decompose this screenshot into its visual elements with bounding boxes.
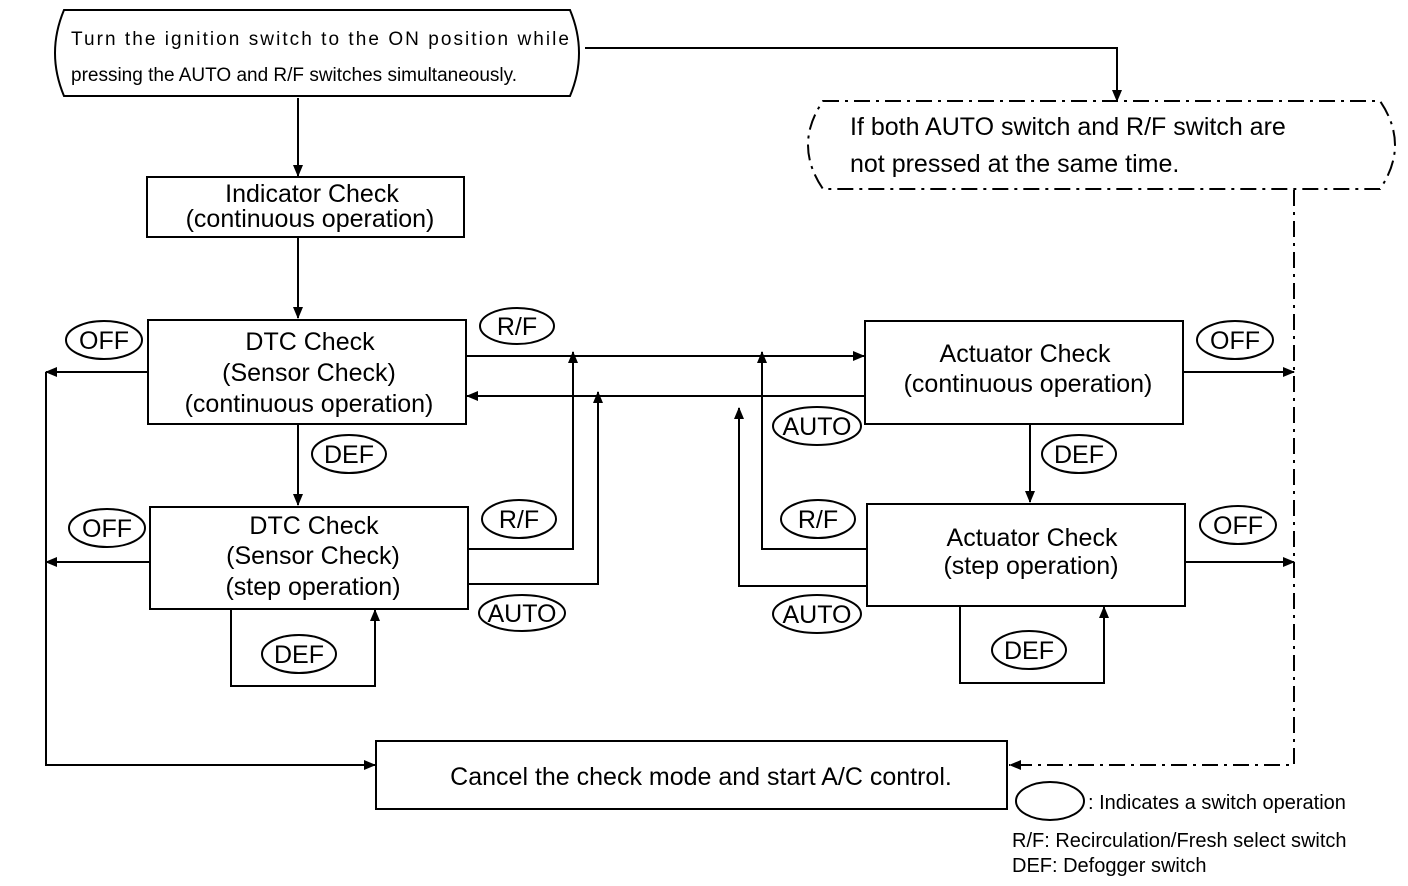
switch-def-actuator: DEF: [1041, 434, 1117, 474]
switch-off-label: OFF: [82, 515, 132, 543]
actuator-check-continuous-box: Actuator Check (continuous operation): [864, 320, 1184, 425]
actuator-continuous-sub: (continuous operation): [904, 370, 1153, 398]
actuator-check-step-box: Actuator Check (step operation): [866, 503, 1186, 607]
dtc-continuous-sub2: (continuous operation): [185, 390, 434, 418]
arrow-dtc-step-auto: [469, 391, 603, 585]
switch-def-label: DEF: [1004, 637, 1054, 665]
dtc-continuous-title: DTC Check: [245, 328, 375, 356]
switch-rf-dtc: R/F: [479, 307, 555, 345]
arrow-dtc-step-def-loop: [230, 609, 380, 687]
arrow-dtc-step-rf: [469, 351, 578, 550]
arrow-left-to-cancel: [45, 372, 376, 770]
dtc-check-continuous-box: DTC Check (Sensor Check) (continuous ope…: [147, 319, 467, 425]
switch-def-actuator-step: DEF: [991, 630, 1067, 670]
dtc-step-sub2: (step operation): [225, 573, 400, 601]
legend: : Indicates a switch operation R/F: Reci…: [1012, 781, 1347, 877]
condition-text-line1: If both AUTO switch and R/F switch are: [850, 113, 1286, 141]
actuator-step-sub: (step operation): [943, 552, 1118, 580]
arrow-actuator-step-rf: [757, 351, 867, 550]
legend-rf-desc: R/F: Recirculation/Fresh select switch: [1012, 830, 1347, 852]
dtc-step-sub1: (Sensor Check): [226, 542, 400, 570]
actuator-step-title: Actuator Check: [947, 524, 1118, 552]
indicator-subtitle: (continuous operation): [186, 205, 435, 233]
switch-auto-dtc-step: AUTO: [478, 594, 566, 632]
dtc-check-step-box: DTC Check (Sensor Check) (step operation…: [149, 506, 469, 610]
cancel-text: Cancel the check mode and start A/C cont…: [450, 763, 952, 791]
legend-oval-sample: [1015, 781, 1085, 821]
switch-off-dtc-step: OFF: [68, 508, 146, 548]
switch-rf-actuator-step: R/F: [780, 499, 856, 539]
switch-def-dtc: DEF: [311, 434, 387, 474]
switch-off-actuator: OFF: [1196, 320, 1274, 360]
switch-rf-label: R/F: [798, 506, 838, 534]
switch-off-actuator-step: OFF: [1199, 505, 1277, 545]
arrow-start-to-condition: [585, 47, 1122, 102]
switch-auto-actuator: AUTO: [772, 406, 862, 446]
switch-off-label: OFF: [1213, 512, 1263, 540]
switch-def-label: DEF: [274, 641, 324, 669]
switch-def-label: DEF: [1054, 441, 1104, 469]
start-text-line2: pressing the AUTO and R/F switches simul…: [71, 65, 517, 86]
cancel-box: Cancel the check mode and start A/C cont…: [375, 740, 1008, 810]
switch-def-label: DEF: [324, 441, 374, 469]
switch-auto-label: AUTO: [488, 600, 557, 628]
switch-off-label: OFF: [79, 327, 129, 355]
legend-oval-desc: : Indicates a switch operation: [1088, 792, 1346, 814]
condition-text-line2: not pressed at the same time.: [850, 150, 1179, 178]
switch-auto-label: AUTO: [783, 601, 852, 629]
switch-rf-label: R/F: [499, 506, 539, 534]
arrowhead-cancel-right: [1009, 760, 1021, 770]
arrow-actuator-step-def-loop: [959, 606, 1109, 684]
actuator-continuous-title: Actuator Check: [940, 340, 1111, 368]
switch-auto-actuator-step: AUTO: [772, 594, 862, 634]
switch-off-dtc: OFF: [65, 320, 143, 360]
dtc-step-title: DTC Check: [249, 512, 379, 540]
dashdot-condition-to-cancel: [1009, 190, 1295, 766]
switch-rf-label: R/F: [497, 313, 537, 341]
start-terminator: Turn the ignition switch to the ON posit…: [54, 9, 580, 97]
indicator-check-box: Indicator Check (continuous operation): [146, 176, 465, 238]
condition-terminator: If both AUTO switch and R/F switch are n…: [807, 100, 1396, 190]
switch-off-label: OFF: [1210, 327, 1260, 355]
dtc-continuous-sub1: (Sensor Check): [222, 359, 396, 387]
indicator-title: Indicator Check: [225, 180, 399, 208]
switch-rf-dtc-step: R/F: [481, 499, 557, 539]
connectors: [45, 47, 1295, 770]
arrow-actuator-step-auto: [734, 407, 867, 587]
switch-auto-label: AUTO: [783, 413, 852, 441]
switch-def-dtc-step: DEF: [261, 634, 337, 674]
legend-def-desc: DEF: Defogger switch: [1012, 855, 1207, 877]
